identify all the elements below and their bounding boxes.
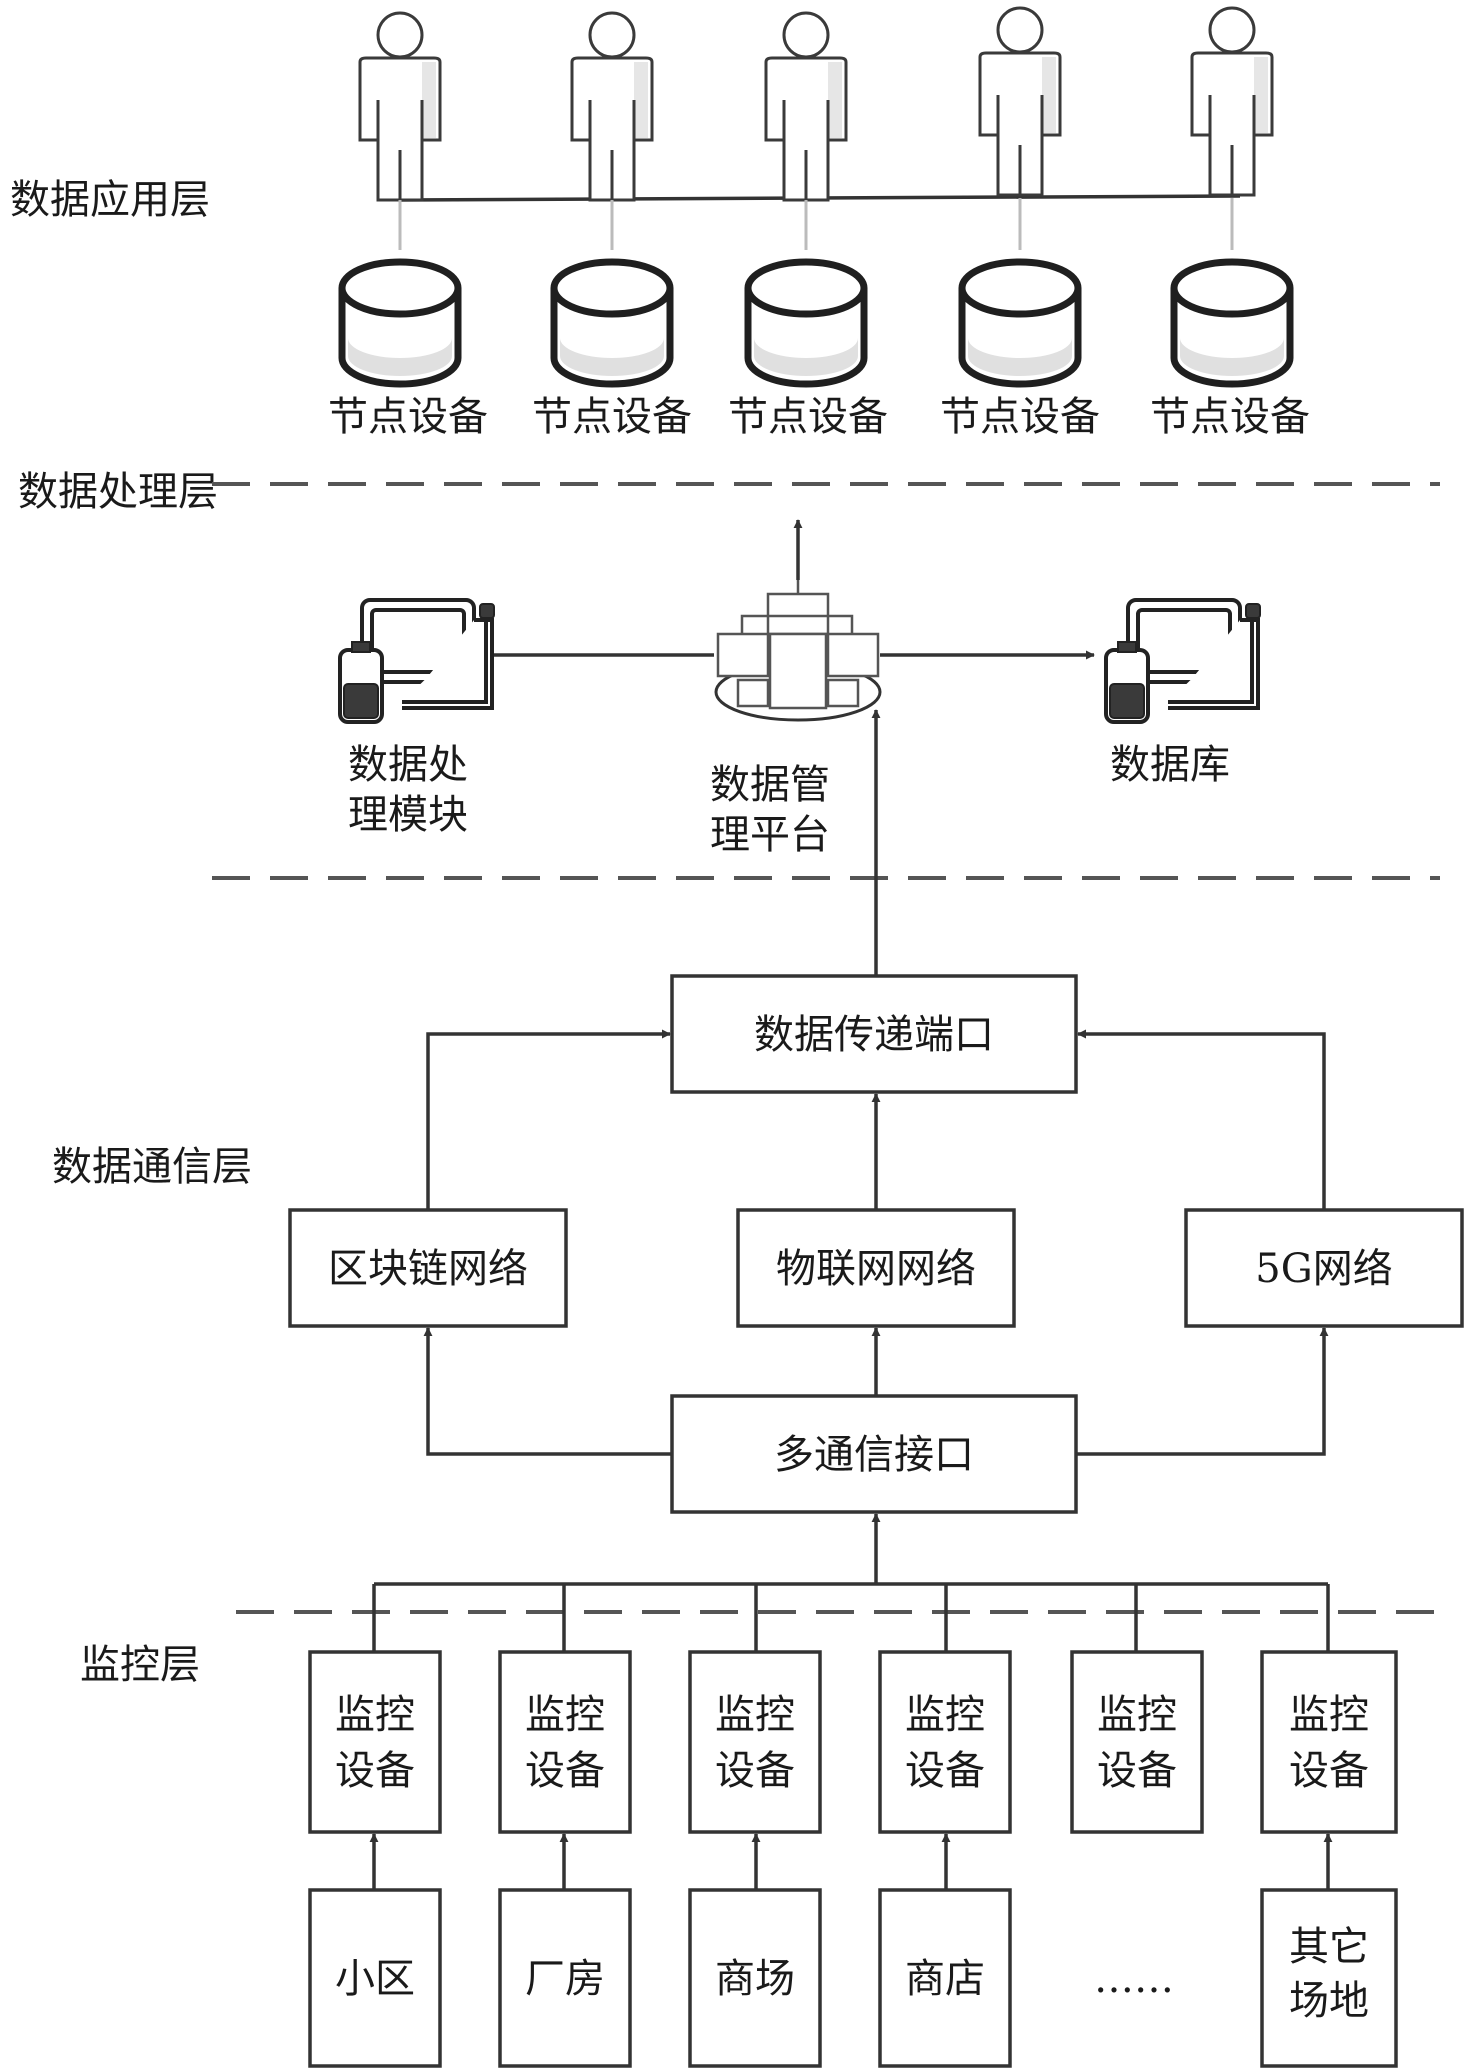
monitoring-device-box: [1070, 1650, 1204, 1834]
iot-network-box: [736, 1208, 1016, 1328]
platform-label-line1: 数据管: [710, 762, 830, 808]
site-box: [878, 1888, 1012, 2068]
user-node-2: 节点设备: [532, 11, 692, 440]
database-icon: [554, 262, 670, 384]
data-transfer-port-box: [670, 974, 1078, 1094]
multi-interface-box: [670, 1394, 1078, 1514]
database-icon: [748, 262, 864, 384]
site-label: 商场: [715, 1956, 795, 2002]
site-box: [1260, 1888, 1398, 2068]
user-icon: [570, 11, 654, 202]
database-node: 数据库: [1104, 598, 1262, 788]
node-device-label: 节点设备: [728, 394, 888, 440]
site-box: [308, 1888, 442, 2068]
user-node-3: 节点设备: [728, 11, 888, 440]
monitoring-column-1: 监控 设备 小区: [308, 1584, 442, 2068]
other-site-label-line1: 其它: [1289, 1924, 1369, 1970]
arrow-blockchain-to-port: [426, 1029, 671, 1210]
user-icon: [1190, 6, 1274, 197]
monitoring-device-label-line1: 监控: [525, 1692, 605, 1738]
node-device-label: 节点设备: [1150, 394, 1310, 440]
layer-label-processing: 数据处理层: [18, 469, 218, 515]
database-icon: [962, 262, 1078, 384]
database-icon: [1174, 262, 1290, 384]
user-icon: [764, 11, 848, 202]
other-site-label-line2: 场地: [1289, 1978, 1369, 2024]
site-label: 小区: [335, 1956, 415, 2002]
arrow-interface-to-5g: [1076, 1327, 1329, 1456]
data-processing-module: 数据处 理模块: [338, 598, 496, 838]
database-label: 数据库: [1110, 742, 1230, 788]
monitoring-device-label-line2: 设备: [525, 1748, 605, 1794]
arrow-5g-to-port: [1077, 1029, 1326, 1210]
layer-label-communication: 数据通信层: [52, 1144, 252, 1190]
node-device-label: 节点设备: [532, 394, 692, 440]
monitoring-device-label-line1: 监控: [905, 1692, 985, 1738]
user-node-4: 节点设备: [940, 6, 1100, 440]
monitoring-column-6: 监控 设备 其它 场地: [1260, 1584, 1398, 2068]
user-node-5: 节点设备: [1150, 6, 1310, 440]
monitoring-column-4: 监控 设备 商店: [878, 1584, 1012, 2068]
server-cluster-icon: [714, 580, 882, 722]
monitoring-column-5: 监控 设备 ……: [1070, 1584, 1204, 2002]
layer-label-monitoring: 监控层: [80, 1642, 200, 1688]
monitoring-device-label-line1: 监控: [1289, 1692, 1369, 1738]
monitoring-device-label-line1: 监控: [335, 1692, 415, 1738]
site-box: [498, 1888, 632, 2068]
blockchain-network-label: 区块链网络: [328, 1246, 528, 1292]
data-transfer-port-label: 数据传递端口: [754, 1012, 994, 1058]
5g-network-label: 5G网络: [1255, 1246, 1392, 1292]
monitoring-device-box: [498, 1650, 632, 1834]
monitoring-device-box: [1260, 1650, 1398, 1834]
node-device-label: 节点设备: [328, 394, 488, 440]
database-icon: [342, 262, 458, 384]
data-management-platform: 数据管 理平台: [710, 580, 882, 858]
more-sites-ellipsis: ……: [1094, 1956, 1174, 2002]
user-icon: [978, 6, 1062, 197]
monitoring-device-label-line1: 监控: [715, 1692, 795, 1738]
multi-interface-label: 多通信接口: [774, 1432, 974, 1478]
monitoring-device-box: [688, 1650, 822, 1834]
computer-icon: [338, 598, 496, 724]
monitoring-device-box: [308, 1650, 442, 1834]
arrow-interface-to-blockchain: [423, 1327, 672, 1456]
monitoring-device-label-line2: 设备: [905, 1748, 985, 1794]
site-label: 商店: [905, 1956, 985, 2002]
user-node-1: 节点设备: [328, 11, 488, 440]
monitoring-device-box: [878, 1650, 1012, 1834]
monitoring-column-3: 监控 设备 商场: [688, 1584, 822, 2068]
layer-label-application: 数据应用层: [10, 177, 210, 223]
user-icon: [358, 11, 442, 202]
monitoring-device-label-line1: 监控: [1097, 1692, 1177, 1738]
iot-network-label: 物联网网络: [776, 1246, 976, 1292]
node-device-label: 节点设备: [940, 394, 1100, 440]
platform-label-line2: 理平台: [710, 812, 830, 858]
site-box: [688, 1888, 822, 2068]
monitoring-column-2: 监控 设备 厂房: [498, 1584, 632, 2068]
computer-icon: [1104, 598, 1262, 724]
monitoring-device-label-line2: 设备: [335, 1748, 415, 1794]
site-label: 厂房: [525, 1956, 605, 2002]
module-label-line2: 理模块: [348, 792, 468, 838]
module-label-line1: 数据处: [348, 742, 468, 788]
monitoring-device-label-line2: 设备: [1097, 1748, 1177, 1794]
monitoring-device-label-line2: 设备: [715, 1748, 795, 1794]
monitoring-device-label-line2: 设备: [1289, 1748, 1369, 1794]
